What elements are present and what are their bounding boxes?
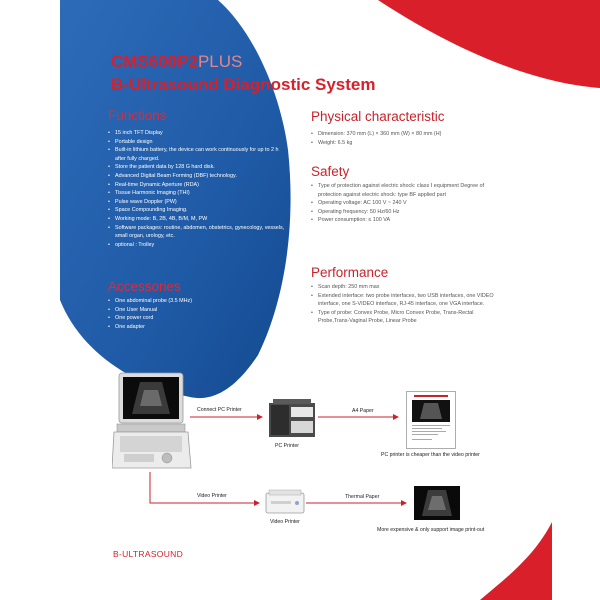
functions-list: 15 inch TFT DisplayPortable designBuilt-… xyxy=(108,129,288,249)
list-item: One abdominal probe (3.5 MHz) xyxy=(108,297,258,306)
video-printer-arrow-label: Video Printer xyxy=(197,493,227,499)
video-printer-image xyxy=(265,489,305,514)
list-item: Pulse wave Doppler (PW) xyxy=(108,198,288,207)
performance-heading: Performance xyxy=(311,265,389,280)
a4-paper-label: A4 Paper xyxy=(352,408,374,414)
red-bottom-shape xyxy=(480,522,552,600)
video-printer-label: Video Printer xyxy=(270,519,300,525)
list-item: Space Compounding Imaging. xyxy=(108,206,288,215)
thermal-paper-label: Thermal Paper xyxy=(345,494,380,500)
red-corner-shape xyxy=(378,0,600,88)
list-item: Operating voltage: AC 100 V ~ 240 V xyxy=(311,199,496,208)
list-item: optional : Trolley xyxy=(108,241,288,250)
footer-label: B-ULTRASOUND xyxy=(113,549,184,559)
functions-heading: Functions xyxy=(108,108,167,123)
list-item: One User Manual xyxy=(108,306,258,315)
pc-printer-note: PC printer is cheaper than the video pri… xyxy=(381,452,480,458)
model-suffix: PLUS xyxy=(197,52,243,71)
list-item: Dimension: 370 mm (L) × 360 mm (W) × 80 … xyxy=(311,130,511,139)
thermal-print-image xyxy=(414,486,460,520)
list-item: Operating frequency: 50 Hz/60 Hz xyxy=(311,208,496,217)
accessories-heading: Accessories xyxy=(108,279,181,294)
list-item: Scan depth: 250 mm max xyxy=(311,283,496,292)
accessories-list: One abdominal probe (3.5 MHz)One User Ma… xyxy=(108,297,258,331)
list-item: Advanced Digital Beam Forming (DBF) tech… xyxy=(108,172,288,181)
list-item: 15 inch TFT Display xyxy=(108,129,288,138)
list-item: Type of probe: Convex Probe, Micro Conve… xyxy=(311,309,496,326)
performance-list: Scan depth: 250 mm maxExtended interface… xyxy=(311,283,496,326)
list-item: Portable design xyxy=(108,138,288,147)
safety-heading: Safety xyxy=(311,164,350,179)
list-item: Tissue Harmonic Imaging (THI) xyxy=(108,189,288,198)
connect-pc-printer-label: Connect PC Printer xyxy=(197,407,242,413)
list-item: Real-time Dynamic Aperture (RDA) xyxy=(108,181,288,190)
safety-list: Type of protection against electric shoc… xyxy=(311,182,496,225)
pc-printer-label: PC Printer xyxy=(275,443,299,449)
model-number: CMS600P2 xyxy=(111,52,198,71)
list-item: Type of protection against electric shoc… xyxy=(311,182,496,199)
list-item: Software packages: routine, abdomen, obs… xyxy=(108,224,288,241)
list-item: One power cord xyxy=(108,314,258,323)
list-item: Working mode: B, 2B, 4B, B/M, M, PW xyxy=(108,215,288,224)
list-item: Weight: 6.5 kg xyxy=(311,139,511,148)
list-item: Power consumption: ≤ 100 VA xyxy=(311,216,496,225)
list-item: Extended interface: two probe interfaces… xyxy=(311,292,496,309)
pc-printer-image xyxy=(269,399,315,437)
video-printer-note: More expensive & only support image prin… xyxy=(377,527,485,533)
model-name: CMS600P2PLUS xyxy=(111,53,242,71)
ultrasound-device-image xyxy=(112,372,192,469)
arrow-to-video-printer xyxy=(149,472,260,506)
list-item: One adapter xyxy=(108,323,258,332)
list-item: Store the patient data by 128 G hard dis… xyxy=(108,163,288,172)
page-title: B-Ultrasound Diagnostic System xyxy=(111,75,376,94)
physical-list: Dimension: 370 mm (L) × 360 mm (W) × 80 … xyxy=(311,130,511,147)
list-item: Built-in lithium battery, the device can… xyxy=(108,146,288,163)
a4-report-image xyxy=(406,391,456,449)
physical-heading: Physical characteristic xyxy=(311,109,445,124)
